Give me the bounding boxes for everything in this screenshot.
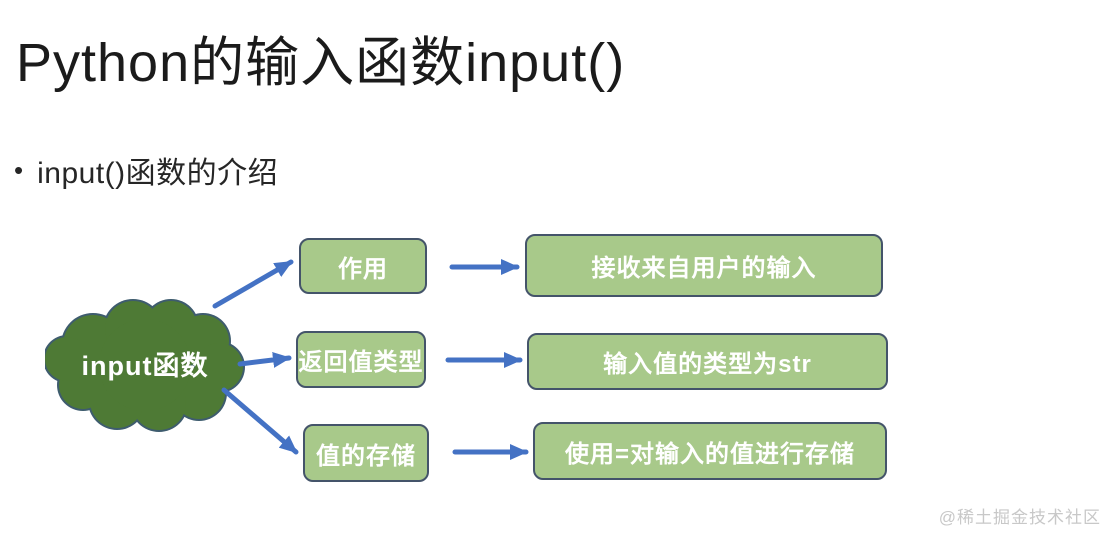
detail-box-3-label: 使用=对输入的值进行存储 [564, 440, 855, 468]
bullet-intro: • input()函数的介绍 [14, 148, 278, 192]
detail-box-2-label: 输入值的类型为str [603, 351, 812, 378]
topic-box-1: 作用 [299, 238, 427, 294]
detail-box-1-label: 接收来自用户的输入 [591, 255, 817, 282]
cloud-shape [45, 299, 245, 432]
bullet-intro-label: input()函数的介绍 [37, 157, 279, 190]
watermark: @稀土掘金技术社区 [938, 508, 1101, 527]
detail-box-3: 使用=对输入的值进行存储 [533, 422, 887, 480]
root-node-label: input函数 [81, 350, 209, 381]
topic-box-3: 值的存储 [303, 424, 429, 482]
bullet-marker: • [14, 155, 24, 185]
topic-box-2-label: 返回值类型 [298, 349, 424, 376]
arrow-cloud-to-topic-2 [237, 352, 292, 368]
detail-box-1: 接收来自用户的输入 [525, 234, 883, 297]
cloud-fill [45, 301, 243, 430]
detail-box-2: 输入值的类型为str [527, 333, 888, 390]
topic-box-3-label: 值的存储 [316, 442, 416, 470]
topic-box-2: 返回值类型 [296, 331, 426, 388]
page-title: Python的输入函数input() [16, 33, 626, 93]
topic-box-1-label: 作用 [338, 255, 388, 283]
